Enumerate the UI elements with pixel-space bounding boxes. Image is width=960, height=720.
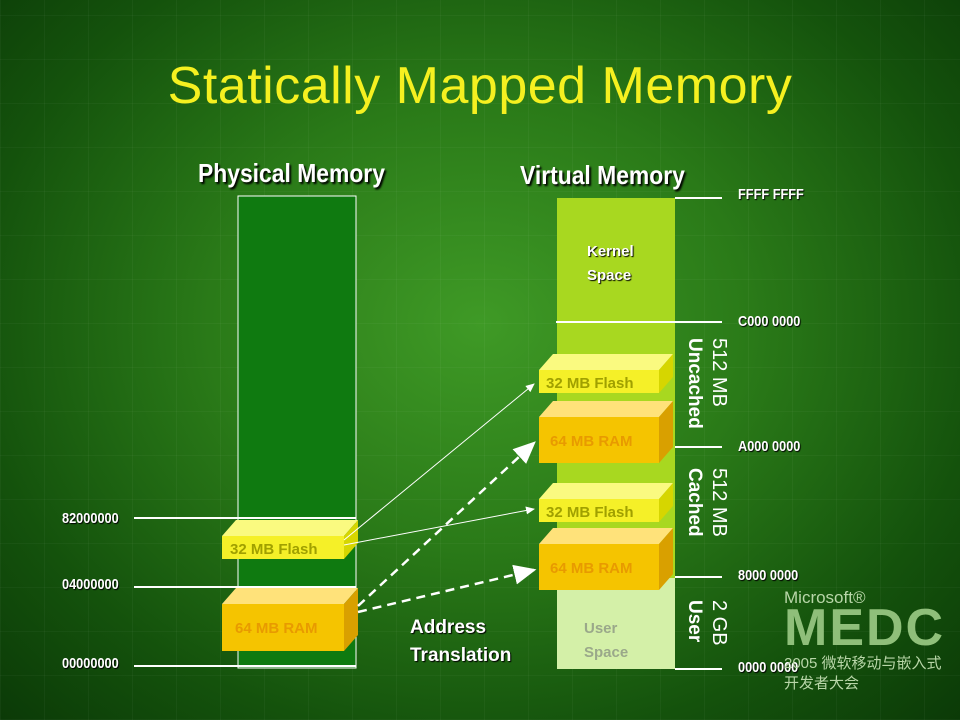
- address-translation-label: Address Translation: [410, 617, 512, 666]
- physical-flash-label: 32 MB Flash: [230, 541, 318, 558]
- microsoft-wordmark: Microsoft®: [784, 588, 866, 607]
- user-size: 2 GB: [708, 600, 730, 646]
- medc-logo: Microsoft® MEDC 2005 微软移动与嵌入式 开发者大会: [784, 588, 945, 694]
- logo-tagline-line1: 2005 微软移动与嵌入式: [784, 655, 942, 672]
- user-space-label: User Space: [584, 620, 629, 661]
- user-name: User: [684, 600, 705, 643]
- virtual-uncached-ram-block: 64 MB RAM: [539, 401, 673, 463]
- physical-address-82000000: 82000000: [62, 510, 119, 527]
- virtual-cached-flash-label: 32 MB Flash: [546, 504, 634, 521]
- virtual-cached-ram-block: 64 MB RAM: [539, 528, 673, 590]
- physical-address-04000000: 04000000: [62, 576, 119, 593]
- user-region-label: 2 GB User: [682, 600, 732, 646]
- uncached-region-label: 512 MB Uncached: [682, 338, 732, 429]
- virtual-address-80000000: 8000 0000: [738, 567, 799, 584]
- cached-region-label: 512 MB Cached: [682, 468, 732, 537]
- virtual-address-00000000: 0000 0000: [738, 659, 799, 676]
- kernel-space-label: Kernel Space: [587, 243, 634, 284]
- virtual-uncached-flash-label: 32 MB Flash: [546, 375, 634, 392]
- ram-to-uncached-arrow: [357, 441, 536, 607]
- logo-tagline-line2: 开发者大会: [784, 675, 860, 692]
- kernel-space-region: [557, 198, 675, 322]
- cached-size: 512 MB: [708, 468, 730, 537]
- virtual-uncached-flash-block: 32 MB Flash: [539, 354, 673, 393]
- physical-memory-heading: Physical Memory: [198, 158, 385, 188]
- cached-name: Cached: [684, 468, 705, 537]
- medc-wordmark: MEDC: [784, 599, 946, 657]
- physical-address-00000000: 00000000: [62, 655, 119, 672]
- virtual-address-c0000000: C000 0000: [738, 313, 801, 330]
- physical-ram-label: 64 MB RAM: [235, 620, 318, 637]
- virtual-uncached-ram-label: 64 MB RAM: [550, 433, 633, 450]
- virtual-cached-ram-label: 64 MB RAM: [550, 560, 633, 577]
- slide-title: Statically Mapped Memory: [167, 57, 793, 115]
- physical-flash-block: 32 MB Flash: [222, 520, 358, 559]
- virtual-address-a0000000: A000 0000: [738, 438, 801, 455]
- uncached-size: 512 MB: [708, 338, 730, 407]
- virtual-memory-heading: Virtual Memory: [520, 160, 685, 190]
- flash-to-uncached-arrow: [343, 383, 535, 541]
- flash-to-cached-arrow: [343, 506, 535, 546]
- virtual-cached-flash-block: 32 MB Flash: [539, 483, 673, 522]
- ram-to-cached-arrow: [357, 564, 537, 614]
- virtual-address-ffffffff: FFFF FFFF: [738, 186, 804, 203]
- user-space-region: [557, 578, 675, 669]
- uncached-name: Uncached: [684, 338, 705, 429]
- physical-ram-block: 64 MB RAM: [222, 588, 358, 651]
